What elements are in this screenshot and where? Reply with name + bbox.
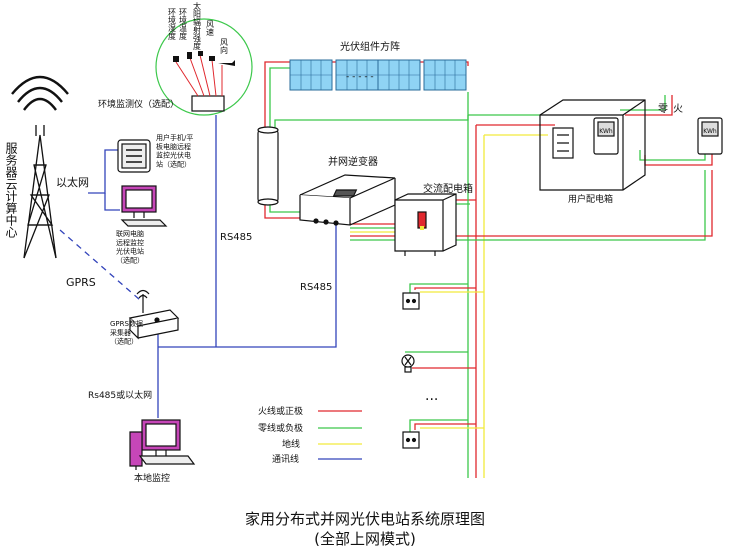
env-monitor-box [191,95,225,112]
local-pc-icon [129,419,196,470]
mobile-monitor-label: 用户手机/平板电脑远程监控光伏电站（选配） [156,133,193,168]
tablet-icon [117,139,151,173]
user-box-label: 用户配电箱 [568,193,613,205]
gprs-collector-label: GPRS数据采集器（选配） [110,319,143,346]
rs485-label-b: RS485 [300,282,332,293]
socket-icon-2 [402,431,420,449]
ethernet-label: 以太网 [56,176,89,189]
legend-item: 通讯线 [272,453,362,465]
diagram-subtitle: (全部上网模式) [314,530,416,548]
communication-lines [88,115,337,418]
legend-label: 通讯线 [272,453,299,465]
legend-label: 火线或正极 [258,405,303,417]
live-label: 火 [673,103,683,115]
pc-monitor-label: 联网电脑远程监控光伏电站（选配） [116,229,144,264]
dc-combiner-cylinder [257,126,279,206]
meter-kwh-label-2: KWh [703,128,717,135]
legend-label: 零线或负极 [258,422,303,434]
remote-pc-icon [120,185,168,227]
lamp-icon [401,354,415,373]
local-monitor-label: 本地监控 [134,472,170,484]
pv-array-label: 光伏组件方阵 [340,40,400,53]
diagram-title: 家用分布式并网光伏电站系统原理图 [244,510,485,528]
sensor-label: 环境温度 [179,8,188,41]
gprs-label: GPRS [66,276,96,289]
sensor-label: 环境湿度 [168,8,177,41]
inverter-icon [299,174,396,226]
cell-tower-icon [11,76,69,259]
legend-label: 地线 [282,438,300,450]
legend-item: 火线或正极 [258,405,362,417]
sensor-group-outline [155,18,253,116]
sensor-labels: 环境湿度 环境温度 太阳辐射强度 风速 风向 [168,1,229,54]
pv-ellipsis: - - - - - [346,72,374,82]
ac-wiring [350,95,713,478]
neutral-label: 零 [658,103,668,115]
legend-item: 地线 [282,438,362,450]
legend-item: 零线或负极 [258,422,362,434]
load-ellipsis: ··· [425,392,438,408]
sensor-icons [173,51,235,66]
kwh-meter [593,117,723,155]
env-monitor-label: 环境监测仪（选配） [98,98,179,110]
legend: 火线或正极 零线或负极 地线 通讯线 [258,405,362,465]
rs485-label-a: RS485 [220,232,252,243]
inverter-label: 并网逆变器 [328,155,378,168]
meter-kwh-label: KWh [599,128,613,135]
user-distribution-box [539,99,646,191]
sensor-label: 风速 [206,20,215,37]
gprs-collector-icon [128,289,180,340]
pv-panel-group [289,59,467,91]
ac-distribution-box [394,193,457,256]
gprs-wireless-link [59,229,141,301]
server-cloud-label: 服务器云计算中心 [4,142,18,238]
ac-box-label: 交流配电箱 [423,182,473,195]
sensor-label: 风向 [220,38,229,54]
socket-icon [402,292,420,310]
sensor-probes [175,54,223,97]
rs485-or-ethernet-label: Rs485或以太网 [88,389,152,401]
sensor-label: 太阳辐射强度 [193,1,202,51]
